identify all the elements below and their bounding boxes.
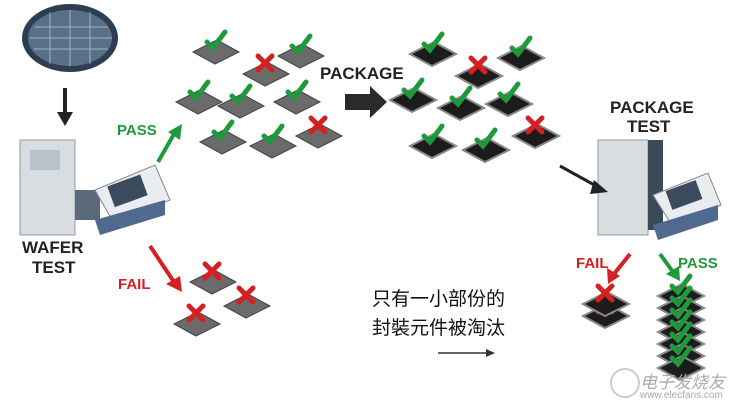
packaged-chip-pass [655,345,707,382]
die-pass [276,33,326,69]
caption-line-2: 封裝元件被淘汰 [372,317,506,339]
watermark-logo [610,368,640,398]
die-pass [248,123,298,159]
check-icon [669,321,693,344]
fail-label-left: FAIL [118,276,151,293]
cross-icon [468,55,488,75]
packaged-chip-pass [387,77,439,114]
check-icon [421,31,445,54]
package-arrow [345,86,387,118]
wafer-test-label-2: TEST [32,258,76,277]
die-pass [174,79,224,115]
check-icon [509,35,533,58]
wafer-image [22,4,118,72]
packaged-chip-fail [453,55,505,90]
check-icon [669,333,693,356]
cross-icon [236,285,256,305]
packaged-chip-pass [407,123,459,160]
check-icon [669,309,693,332]
cross-icon [308,115,328,135]
packaged-chip-pass [483,81,535,118]
check-icon [285,79,309,102]
cross-icon [255,53,275,73]
die-fail [294,115,344,149]
package-tester-image [597,139,722,240]
package-test-label-1: PACKAGE [610,98,694,117]
cross-icon [202,261,222,281]
die-fail [172,303,222,337]
watermark-name: 电子发烧友 [640,373,725,393]
wafer-tester-image [19,139,171,236]
caption-line-1: 只有一小部份的 [372,288,506,310]
package-test-label-2: TEST [627,117,671,136]
packaged-chip-pass [495,35,547,72]
check-icon [474,127,498,150]
package-label: PACKAGE [320,64,404,83]
packaged-chip-pass [435,85,487,122]
die-fail [222,285,272,319]
die-pass [198,119,248,155]
check-icon [211,119,235,142]
down-arrow-icon [57,88,73,126]
fail-label-right: FAIL [576,255,609,272]
check-icon [669,285,693,308]
wafer-test-label-1: WAFER [22,238,84,257]
packaged-chip-fail [580,283,632,318]
die-pass [272,79,322,115]
die-pass [191,29,241,65]
packaged-chip-pass [460,127,512,164]
packaged-chip-fail [510,115,562,150]
check-icon [449,85,473,108]
die-fail [241,53,291,87]
die-fail [188,261,238,295]
watermark-url: www.elecfans.com [640,390,723,401]
check-icon [421,123,445,146]
pass-label-right: PASS [678,255,718,272]
check-icon [497,81,521,104]
check-icon [229,83,253,106]
die-pass [216,83,266,119]
check-icon [261,123,285,146]
packaged-chip-pass [407,31,459,68]
check-icon [669,297,693,320]
cross-icon [595,283,615,303]
pass-label-left: PASS [117,122,157,139]
check-icon [401,77,425,100]
check-icon [669,345,693,368]
check-icon [204,29,228,52]
cross-icon [525,115,545,135]
cross-icon [186,303,206,323]
check-icon [669,273,693,296]
check-icon [289,33,313,56]
check-icon [187,79,211,102]
